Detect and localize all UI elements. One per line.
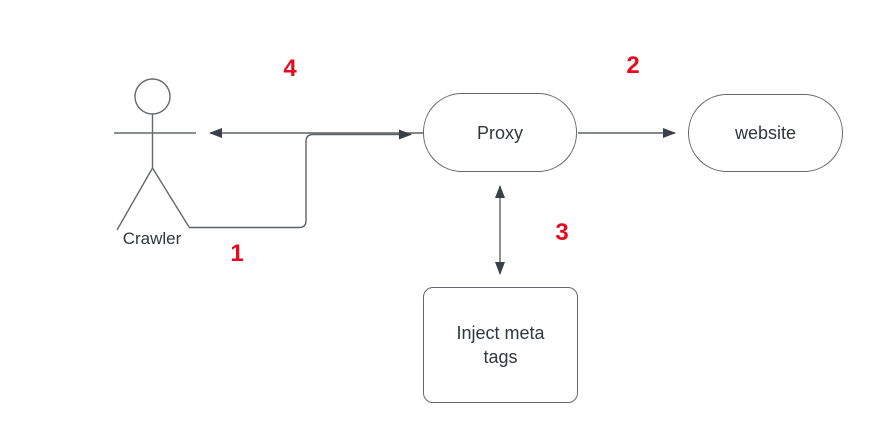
node-proxy-label: Proxy	[476, 122, 523, 143]
crawler-leg-right	[151, 167, 190, 228]
crawler-figure	[114, 78, 196, 231]
crawler-head	[134, 78, 171, 115]
node-website: website	[688, 94, 843, 172]
node-proxy: Proxy	[423, 93, 577, 172]
step-label-3: 3	[555, 219, 569, 246]
node-crawler-label: Crawler	[122, 229, 182, 248]
arrow-crawler-to-proxy	[189, 129, 412, 229]
step-label-2: 2	[626, 52, 640, 79]
crawler-leg-left	[116, 167, 154, 231]
node-website-label: website	[734, 123, 797, 143]
step-label-4: 4	[283, 55, 297, 82]
node-inject-meta-tags-label: Inject meta tags	[456, 323, 545, 367]
step-label-1: 1	[230, 240, 244, 267]
node-inject-meta-tags: Inject meta tags	[423, 287, 578, 403]
